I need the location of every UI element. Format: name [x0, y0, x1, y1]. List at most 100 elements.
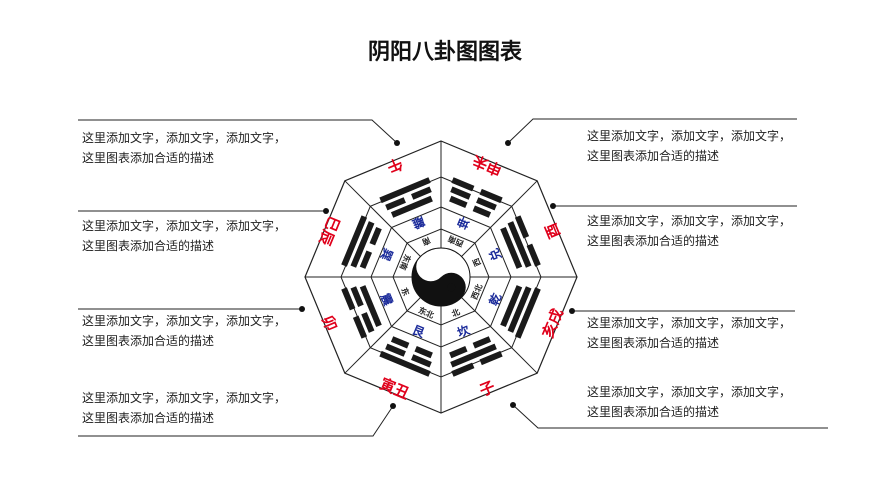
earthly-branch-label: 子 — [477, 378, 498, 400]
trigram-bar — [390, 195, 433, 218]
callout-text: 这里添加文字，添加文字，添加文字， — [587, 214, 792, 228]
callout-text: 这里图表添加合适的描述 — [587, 234, 720, 248]
callout-text: 这里图表添加合适的描述 — [587, 336, 720, 350]
trigram-bar — [507, 221, 532, 268]
trigram-bar-half — [449, 345, 468, 359]
trigram-bar-half — [476, 197, 497, 211]
trigram-solid-line — [514, 287, 541, 339]
trigram-bar-half — [411, 186, 432, 200]
trigram-bar — [341, 215, 368, 267]
connector-dot — [299, 306, 305, 312]
trigram-solid-line — [507, 221, 532, 268]
callout-text: 这里添加文字，添加文字，添加文字， — [82, 314, 287, 328]
connector-dot — [323, 208, 329, 214]
trigram-broken-line — [451, 350, 503, 377]
callout-text: 这里添加文字，添加文字，添加文字， — [587, 316, 792, 330]
trigram-bar-half — [390, 336, 410, 349]
trigram-bar-half — [472, 336, 492, 349]
callout-text: 这里图表添加合适的描述 — [587, 149, 720, 163]
earthly-branch-label: 午 — [384, 154, 405, 176]
sector-divider — [344, 180, 421, 257]
trigram-bar — [379, 350, 431, 377]
connector-dot — [550, 203, 556, 209]
trigram-bar-half — [526, 243, 541, 267]
callout-text: 这里图表添加合适的描述 — [587, 405, 720, 419]
callout-text: 这里图表添加合适的描述 — [82, 334, 215, 348]
connector-left-4 — [78, 405, 394, 437]
yin-yang-icon — [412, 256, 466, 306]
direction-label: 东 — [399, 286, 411, 297]
trigram-bar — [450, 343, 497, 368]
page-title: 阴阳八卦图图表 — [367, 40, 522, 65]
connector-left-1 — [78, 119, 398, 144]
trigram-solid-line — [390, 195, 433, 218]
trigram-bar-half — [514, 215, 530, 239]
callout-text: 这里添加文字，添加文字，添加文字， — [587, 385, 792, 399]
connector-dot — [505, 140, 511, 146]
connector-dot — [569, 308, 575, 314]
callout-text: 这里图表添加合适的描述 — [82, 411, 215, 425]
connector-dot — [394, 140, 400, 146]
trigram-solid-line — [500, 285, 523, 328]
trigram-bar-half — [451, 362, 475, 377]
trigram-bar-half — [352, 315, 368, 339]
connector-right-1 — [507, 118, 797, 144]
yang-dot — [447, 283, 456, 292]
yin-half — [412, 256, 466, 306]
trigram-name-label: 巽 — [378, 246, 396, 262]
callout-right-1: 这里添加文字，添加文字，添加文字， 这里图表添加合适的描述 — [587, 126, 791, 166]
sector-divider — [461, 180, 538, 257]
yin-dot — [426, 262, 435, 271]
trigram-bar-half — [414, 345, 433, 359]
trigram-solid-line — [350, 221, 375, 268]
trigram-bar-half — [411, 354, 432, 368]
callout-text: 这里添加文字，添加文字，添加文字， — [587, 129, 792, 143]
trigram-bar-half — [450, 186, 471, 200]
trigram-bar-half — [385, 343, 406, 357]
trigram-broken-line — [390, 336, 433, 359]
trigram-broken-line — [385, 343, 432, 368]
trigram-broken-line — [350, 286, 375, 333]
trigram-name-label: 兑 — [486, 246, 504, 263]
trigram-bar — [379, 177, 431, 204]
trigram-bar-half — [385, 197, 406, 211]
trigram-bar-half — [451, 177, 475, 192]
callout-text: 这里图表添加合适的描述 — [82, 239, 215, 253]
direction-label: 西 — [471, 257, 482, 268]
sector-divider — [461, 297, 538, 374]
trigram-bar-half — [361, 312, 375, 333]
direction-label: 北 — [450, 306, 461, 318]
trigram-name-label: 乾 — [486, 291, 504, 308]
trigram-bar-half — [369, 226, 382, 246]
callout-right-3: 这里添加文字，添加文字，添加文字， 这里图表添加合适的描述 — [587, 313, 791, 353]
trigram-bar-half — [449, 195, 468, 209]
callout-left-4: 这里添加文字，添加文字，添加文字， 这里图表添加合适的描述 — [82, 388, 286, 428]
trigram-broken-line — [450, 186, 497, 211]
connector-right-4 — [512, 404, 828, 429]
trigram-broken-line — [359, 226, 382, 269]
trigram-solid-line — [341, 215, 368, 267]
trigram-bar — [359, 285, 382, 328]
trigram-solid-line — [507, 286, 532, 333]
trigram-bar — [350, 221, 375, 268]
trigram-bar-half — [341, 287, 356, 311]
trigram-broken-line — [341, 287, 368, 339]
callout-right-4: 这里添加文字，添加文字，添加文字， 这里图表添加合适的描述 — [587, 382, 791, 422]
trigram-name-label: 坎 — [455, 322, 472, 340]
callout-left-2: 这里添加文字，添加文字，添加文字， 这里图表添加合适的描述 — [82, 216, 286, 256]
trigram-bar — [500, 226, 523, 269]
trigram-bar-half — [472, 205, 492, 218]
trigram-broken-line — [451, 177, 503, 204]
trigram-solid-line — [359, 285, 382, 328]
trigram-bar — [500, 285, 523, 328]
connector-dot — [390, 403, 396, 409]
trigram-solid-line — [379, 177, 431, 204]
sector-divider — [344, 297, 421, 374]
trigram-broken-line — [514, 215, 541, 267]
earthly-branch-label: 卯 — [318, 313, 340, 334]
callout-text: 这里图表添加合适的描述 — [82, 151, 215, 165]
trigram-bar-half — [479, 350, 503, 366]
trigram-solid-line — [450, 343, 497, 368]
trigram-bar-half — [479, 188, 503, 204]
